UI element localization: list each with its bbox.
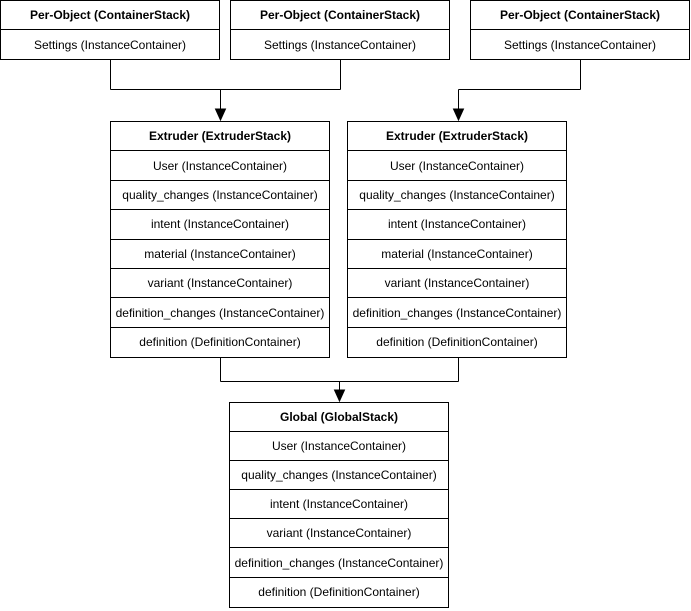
extruder-stack-2-variant-row: variant (InstanceContainer)	[348, 269, 566, 299]
global-stack-intent-row: intent (InstanceContainer)	[230, 490, 448, 520]
global-stack-title: Global (GlobalStack)	[230, 403, 448, 433]
extruder-stack-2-quality-changes-row: quality_changes (InstanceContainer)	[348, 181, 566, 211]
global-stack-definition-changes-row: definition_changes (InstanceContainer)	[230, 548, 448, 578]
extruder-stack-1-definition-changes-row: definition_changes (InstanceContainer)	[111, 298, 329, 328]
global-stack-quality-changes-row: quality_changes (InstanceContainer)	[230, 461, 448, 491]
per-object-stack-3: Per-Object (ContainerStack) Settings (In…	[470, 0, 690, 60]
per-object-stack-2-title: Per-Object (ContainerStack)	[231, 1, 449, 30]
arrowhead-right-extruder	[452, 108, 465, 122]
extruder-stack-1-material-row: material (InstanceContainer)	[111, 240, 329, 269]
global-stack-variant-row: variant (InstanceContainer)	[230, 519, 448, 549]
per-object-stack-1-title: Per-Object (ContainerStack)	[1, 1, 219, 30]
extruder-stack-1-user-row: User (InstanceContainer)	[111, 151, 329, 181]
per-object-stack-2-settings-row: Settings (InstanceContainer)	[263, 37, 417, 52]
extruder-stack-1-intent-row: intent (InstanceContainer)	[111, 210, 329, 240]
global-stack-definition-row: definition (DefinitionContainer)	[258, 585, 420, 600]
extruder-stack-2-definition-changes-row: definition_changes (InstanceContainer)	[348, 298, 566, 328]
extruder-stack-1: Extruder (ExtruderStack) User (InstanceC…	[110, 121, 330, 359]
per-object-stack-3-settings-row: Settings (InstanceContainer)	[503, 37, 657, 52]
extruder-stack-2-user-row: User (InstanceContainer)	[348, 151, 566, 181]
per-object-stack-1: Per-Object (ContainerStack) Settings (In…	[0, 0, 220, 60]
extruder-stack-1-variant-row: variant (InstanceContainer)	[111, 269, 329, 299]
extruder-stack-1-title: Extruder (ExtruderStack)	[111, 122, 329, 152]
connector-perobject-left-group	[110, 60, 341, 109]
arrowhead-global	[333, 389, 346, 403]
extruder-stack-1-definition-row: definition (DefinitionContainer)	[139, 335, 301, 350]
extruder-stack-2-intent-row: intent (InstanceContainer)	[348, 210, 566, 240]
extruder-stack-2-title: Extruder (ExtruderStack)	[348, 122, 566, 152]
per-object-stack-1-settings-row: Settings (InstanceContainer)	[33, 37, 187, 52]
extruder-stack-2-definition-row: definition (DefinitionContainer)	[376, 335, 538, 350]
extruder-stack-1-quality-changes-row: quality_changes (InstanceContainer)	[111, 181, 329, 211]
global-stack-user-row: User (InstanceContainer)	[230, 432, 448, 462]
arrowhead-left-extruder	[214, 108, 227, 122]
connector-perobject-right-group	[458, 60, 581, 109]
extruder-stack-2: Extruder (ExtruderStack) User (InstanceC…	[347, 121, 567, 359]
connector-extruders-to-global	[220, 358, 459, 390]
per-object-stack-3-title: Per-Object (ContainerStack)	[471, 1, 689, 30]
extruder-stack-2-material-row: material (InstanceContainer)	[348, 240, 566, 269]
per-object-stack-2: Per-Object (ContainerStack) Settings (In…	[230, 0, 450, 60]
global-stack: Global (GlobalStack) User (InstanceConta…	[229, 402, 449, 608]
